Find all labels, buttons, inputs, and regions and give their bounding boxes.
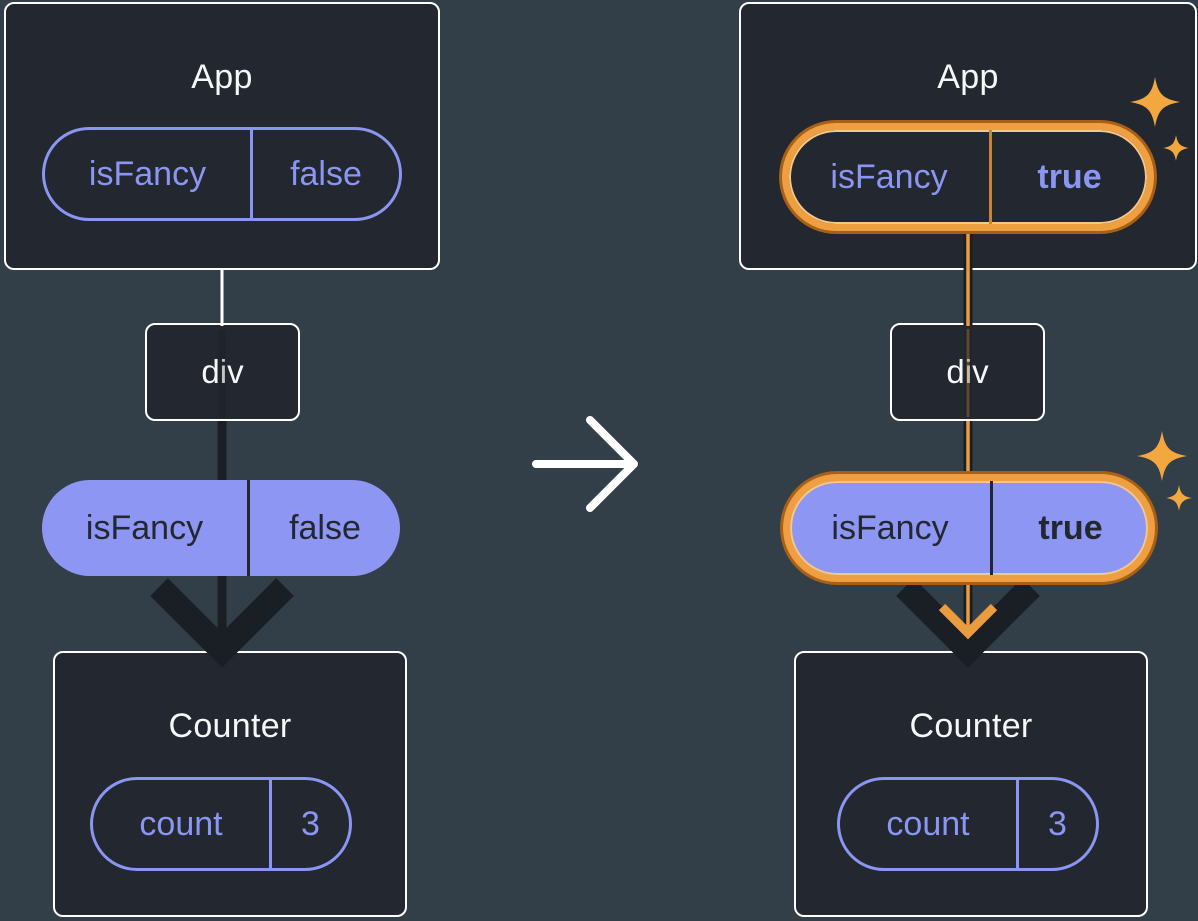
right-prop-pill-highlighted: isFancy true — [783, 474, 1155, 582]
state-name-label: count — [886, 804, 970, 843]
prop-name-label: isFancy — [85, 508, 204, 547]
state-name-label: count — [139, 804, 223, 843]
right-arrowhead-highlight-icon — [938, 603, 998, 640]
transition-arrow-icon — [532, 416, 638, 512]
right-div-box: div — [890, 323, 1045, 421]
left-app-state-pill: isFancy false — [42, 127, 402, 221]
left-div-label: div — [201, 353, 244, 390]
left-arrowhead-icon — [150, 578, 294, 668]
prop-value-label: false — [247, 480, 400, 576]
state-name-label: isFancy — [88, 154, 207, 193]
state-value-label: false — [250, 130, 399, 218]
right-arrowhead-icon — [896, 578, 1040, 668]
left-div-box: div — [145, 323, 300, 421]
sparkle-icon — [1166, 485, 1192, 511]
right-div-label: div — [946, 353, 989, 390]
state-value-label: 3 — [269, 780, 349, 868]
right-app-state-pill-highlighted: isFancy true — [782, 123, 1154, 231]
state-value-label: 3 — [1016, 780, 1096, 868]
right-app-title: App — [937, 58, 999, 96]
left-app-title: App — [191, 58, 253, 96]
prop-value-label: true — [990, 481, 1148, 575]
right-counter-state-pill: count 3 — [837, 777, 1099, 871]
sparkle-icon — [1137, 431, 1187, 481]
right-counter-title: Counter — [909, 707, 1033, 745]
prop-name-label: isFancy — [831, 508, 949, 547]
left-counter-title: Counter — [168, 707, 292, 745]
left-prop-pill: isFancy false — [42, 480, 400, 576]
left-counter-state-pill: count 3 — [90, 777, 352, 871]
state-value-label: true — [989, 130, 1147, 224]
state-name-label: isFancy — [830, 157, 948, 196]
